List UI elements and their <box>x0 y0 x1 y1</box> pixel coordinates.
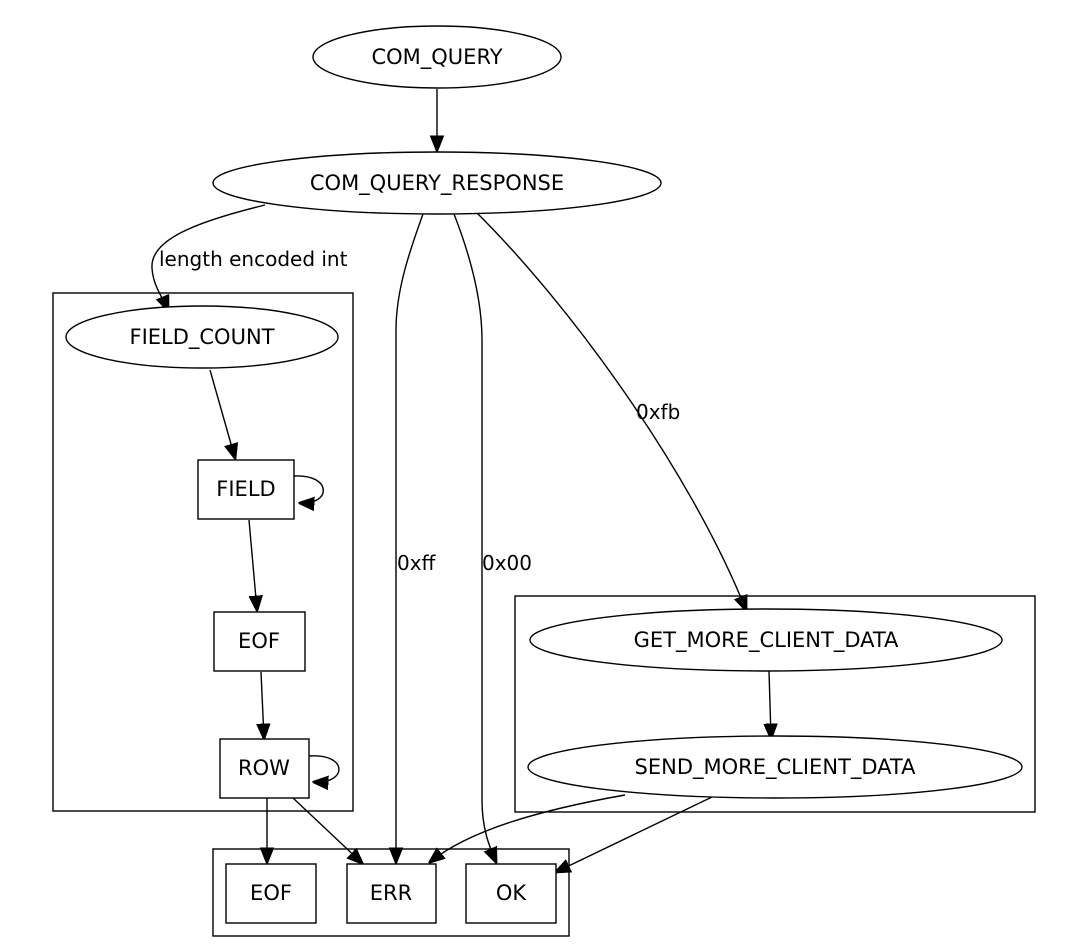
node-label-err: ERR <box>370 881 412 905</box>
node-label-com-query-response: COM_QUERY_RESPONSE <box>310 171 564 196</box>
node-field-count: FIELD_COUNT <box>65 305 339 369</box>
edge-row-to-err <box>292 797 362 863</box>
node-row: ROW <box>219 738 310 799</box>
client-data-cluster <box>514 595 1036 813</box>
edge-label-length-encoded-int: length encoded int <box>159 247 348 271</box>
node-field: FIELD <box>197 459 295 520</box>
edge-row-self-loop <box>308 755 340 782</box>
edge-response-to-field-count <box>151 204 266 310</box>
node-com-query: COM_QUERY <box>312 25 562 89</box>
node-label-eof-inner: EOF <box>238 629 280 653</box>
edge-eof-to-row <box>261 671 264 738</box>
node-err: ERR <box>346 863 437 924</box>
node-send-more-client-data: SEND_MORE_CLIENT_DATA <box>527 735 1023 799</box>
node-com-query-response: COM_QUERY_RESPONSE <box>212 151 662 215</box>
edge-field-self-loop <box>293 475 324 503</box>
edge-field-count-to-field <box>209 369 235 458</box>
node-label-field: FIELD <box>216 477 275 501</box>
edge-send-more-to-err <box>430 794 626 862</box>
edge-label-0xff: 0xff <box>397 551 437 575</box>
edge-get-more-to-send-more <box>769 670 771 738</box>
edge-response-to-ok-0x00 <box>453 213 496 862</box>
node-label-field-count: FIELD_COUNT <box>129 325 274 350</box>
node-label-send-more-client-data: SEND_MORE_CLIENT_DATA <box>635 755 917 780</box>
node-get-more-client-data: GET_MORE_CLIENT_DATA <box>529 608 1003 672</box>
resultset-cluster <box>52 292 354 812</box>
edge-label-0xfb: 0xfb <box>636 400 680 424</box>
node-label-get-more-client-data: GET_MORE_CLIENT_DATA <box>634 628 899 653</box>
node-ok: OK <box>465 863 557 924</box>
node-label-row: ROW <box>238 756 290 780</box>
edge-response-to-get-more-0xfb <box>475 211 746 610</box>
node-eof-final: EOF <box>225 863 317 924</box>
edge-response-to-err-0xff <box>396 213 424 862</box>
node-eof-inner: EOF <box>213 611 306 672</box>
node-label-com-query: COM_QUERY <box>371 45 502 70</box>
edge-send-more-to-ok <box>556 796 713 872</box>
edge-field-to-eof <box>249 519 257 610</box>
node-label-ok: OK <box>496 881 528 905</box>
node-label-eof-final: EOF <box>250 881 292 905</box>
edge-label-0x00: 0x00 <box>482 551 532 575</box>
